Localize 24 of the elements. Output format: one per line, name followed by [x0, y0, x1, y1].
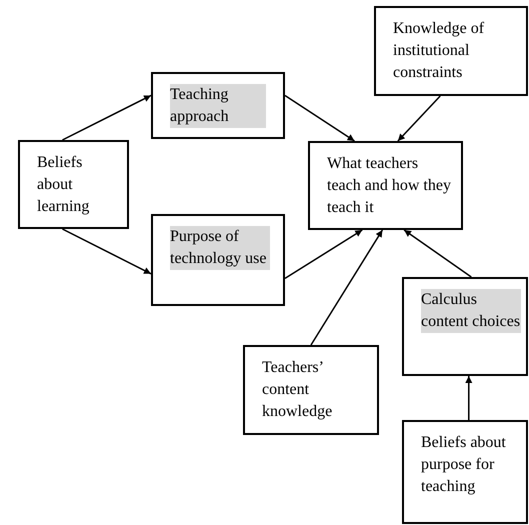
concept-box [374, 6, 528, 96]
concept-box [402, 277, 528, 376]
arrow [404, 229, 472, 278]
box-text: Teaching approach [170, 84, 266, 128]
box-text: Beliefs about learning [37, 153, 90, 217]
box-text: Beliefs about purpose for teaching [421, 433, 507, 497]
concept-box [151, 72, 285, 139]
arrow [465, 376, 472, 420]
concept-box [18, 140, 129, 229]
box-text: Calculus content choices [421, 289, 521, 333]
concept-box [243, 345, 379, 435]
box-text: Teachers’ content knowledge [262, 358, 334, 422]
arrow [62, 228, 152, 274]
box-text: Purpose of technology use [170, 226, 270, 270]
arrow [284, 229, 363, 280]
box-text: Knowledge of institutional constraints [393, 19, 486, 83]
arrow [397, 95, 441, 142]
concept-box [151, 214, 285, 306]
box-text: What teachers teach and how they teach it [327, 154, 452, 218]
concept-box [308, 141, 463, 230]
arrow [310, 230, 384, 346]
arrow [62, 94, 152, 141]
concept-box [402, 420, 528, 524]
arrow [284, 94, 355, 142]
